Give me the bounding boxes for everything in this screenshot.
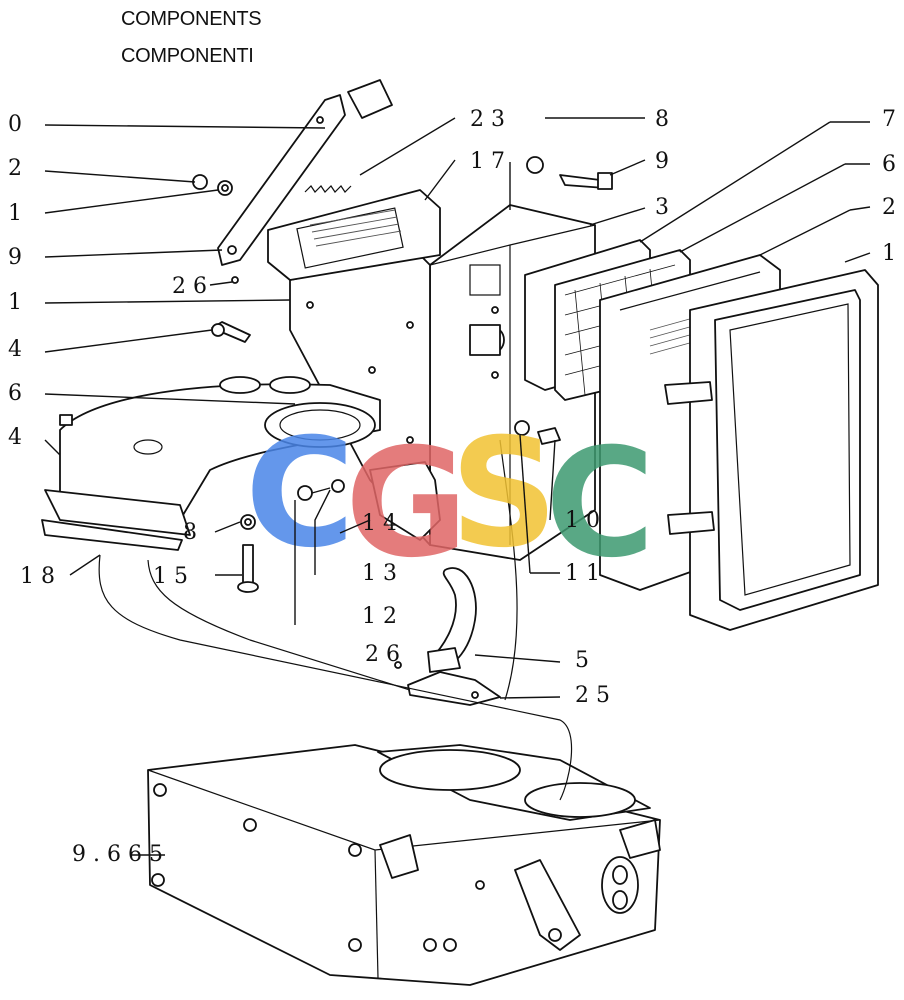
watermark-letter-s: S	[450, 407, 558, 581]
callout-12: 1 2	[362, 604, 397, 629]
callout-4-b: 4	[8, 425, 22, 450]
watermark-letter-c2: C	[545, 417, 655, 591]
callout-labels: 0 2 1 9 2 6 1 4 6 4 8 1 8 1 5 1 3 1 2 1 …	[8, 107, 896, 867]
callout-1-b: 1	[8, 290, 22, 315]
title-componenti: COMPONENTI	[121, 45, 254, 67]
callout-2: 2	[8, 156, 22, 181]
support-arm	[217, 79, 393, 266]
washer-11	[514, 420, 530, 436]
pin-26b	[394, 661, 402, 669]
callout-3: 3	[655, 195, 669, 220]
clamp-14	[369, 461, 441, 541]
callout-8-top: 8	[655, 107, 669, 132]
callout-17: 1 7	[470, 149, 505, 174]
gasket-plate	[267, 189, 441, 281]
callout-26-b: 2 6	[365, 642, 400, 667]
callout-9665: 9 . 6 6 5	[72, 842, 163, 867]
callout-7: 7	[882, 107, 896, 132]
callout-18: 1 8	[20, 564, 55, 589]
callout-4: 4	[8, 337, 22, 362]
title-components: COMPONENTS	[121, 8, 262, 30]
spring	[304, 185, 352, 193]
strap-5	[427, 567, 477, 673]
hardware	[192, 156, 613, 669]
intake-duct	[41, 376, 381, 551]
watermark-letter-g: G	[345, 417, 468, 591]
callout-6: 6	[8, 381, 22, 406]
base-housing	[147, 744, 661, 986]
callout-5: 5	[575, 648, 589, 673]
callout-25: 2 5	[575, 683, 610, 708]
callout-10: 1 0	[565, 508, 600, 533]
callout-11: 1 1	[565, 561, 600, 586]
nut-8-top	[526, 156, 544, 174]
callout-15: 1 5	[153, 564, 188, 589]
callout-1-right: 1	[882, 241, 896, 266]
callout-1: 1	[8, 201, 22, 226]
callout-23: 2 3	[470, 107, 505, 132]
callout-9-top: 9	[655, 149, 669, 174]
callout-0: 0	[8, 112, 22, 137]
cover-frame	[664, 269, 879, 631]
callout-9: 9	[8, 245, 22, 270]
washer-13	[331, 479, 345, 493]
callout-14: 1 4	[362, 511, 397, 536]
leader-lines	[44, 117, 871, 856]
plate-25	[407, 671, 501, 706]
watermark: C G S C	[245, 407, 655, 591]
callout-2-right: 2	[882, 195, 896, 220]
nut-2	[192, 174, 208, 190]
callout-26: 2 6	[172, 274, 207, 299]
callout-6-right: 6	[882, 152, 896, 177]
watermark-letter-c1: C	[245, 407, 355, 581]
callout-13: 1 3	[362, 561, 397, 586]
callout-8: 8	[183, 520, 197, 545]
pin-26	[231, 276, 239, 284]
